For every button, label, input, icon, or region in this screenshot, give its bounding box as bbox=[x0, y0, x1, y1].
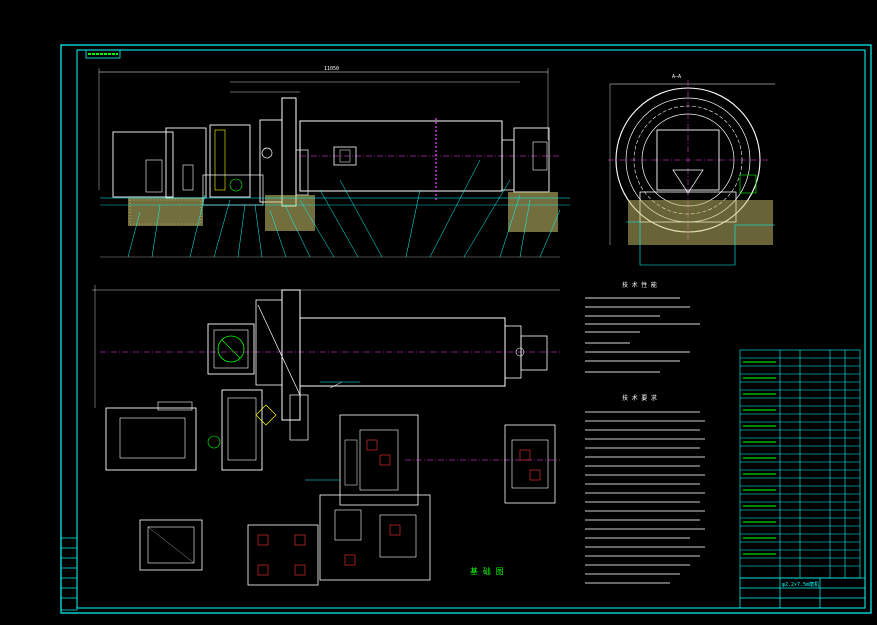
plan-view bbox=[92, 285, 560, 471]
foundation-details bbox=[139, 414, 560, 586]
parts-list-table bbox=[739, 349, 861, 579]
outer-frame bbox=[60, 44, 872, 614]
notes-title-requirements: 技 术 要 求 bbox=[622, 394, 657, 402]
notes-title-performance: 技 术 性 能 bbox=[622, 281, 657, 289]
inner-frame bbox=[76, 49, 866, 609]
elevation-view: 11050 bbox=[98, 66, 570, 258]
notes-block: 技 术 性 能 技 术 要 求 bbox=[585, 281, 705, 584]
foundation-title: 基 础 图 bbox=[470, 566, 504, 576]
title-block-code: φ2.2×7.5m磨机 bbox=[782, 581, 819, 588]
title-block bbox=[739, 577, 866, 609]
corner-tag bbox=[85, 49, 121, 59]
section-label: A—A bbox=[672, 74, 681, 80]
left-stamp-table bbox=[60, 537, 78, 611]
section-a-a-view: A—A bbox=[608, 74, 775, 266]
total-length-dim: 11050 bbox=[324, 66, 339, 72]
